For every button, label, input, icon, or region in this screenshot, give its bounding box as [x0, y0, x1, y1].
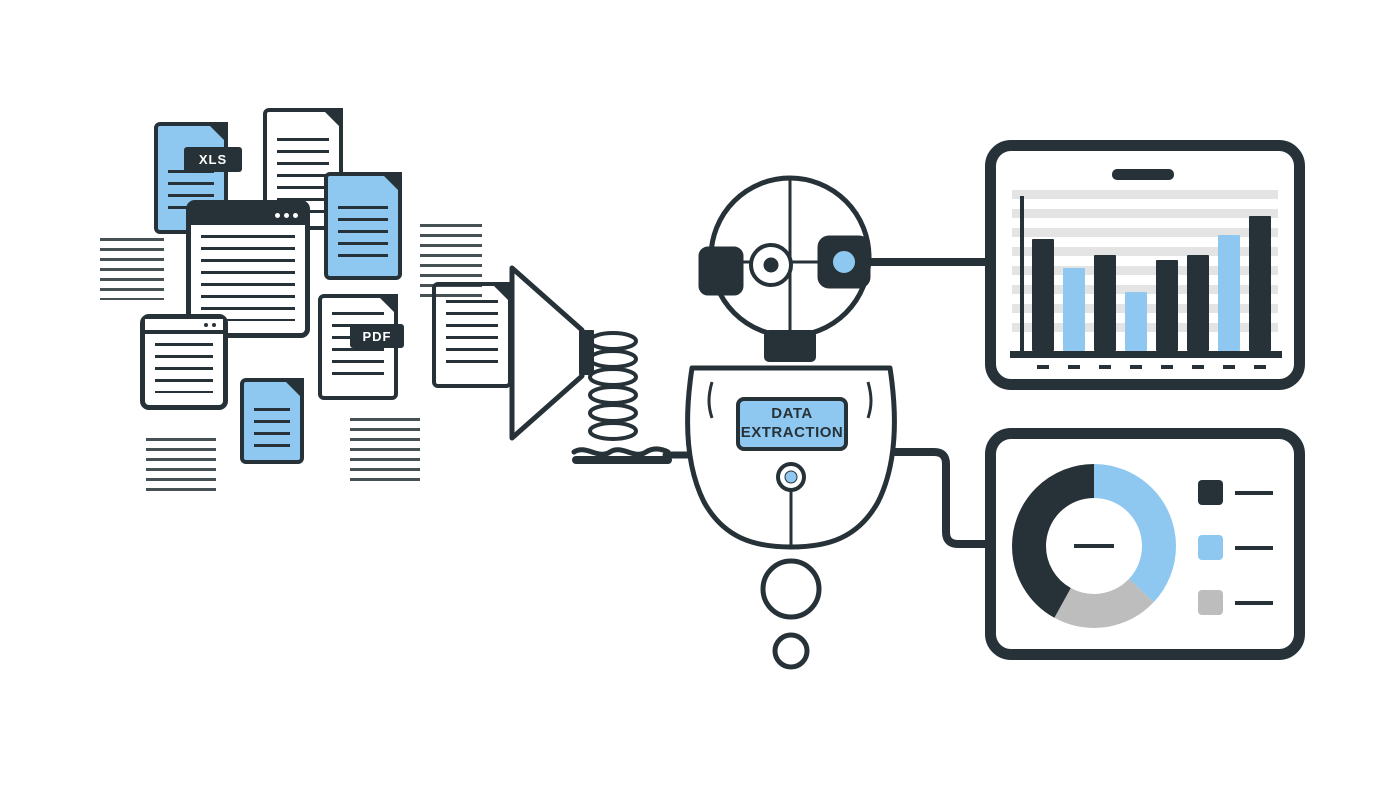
donut-legend: [1198, 480, 1273, 615]
folded-corner-icon: [380, 172, 402, 194]
chart-title-bar: [1112, 169, 1174, 180]
pdf-badge-label: PDF: [362, 328, 392, 344]
bar: [1218, 235, 1240, 351]
spring-coil-icon: [571, 331, 672, 464]
bar: [1187, 255, 1209, 351]
text-lines-decoration: [420, 224, 482, 302]
robot-goggle-lens: [831, 249, 857, 275]
axis-tick: [1032, 365, 1054, 369]
robot-base-circle-small: [772, 632, 810, 670]
document-text-lines: [338, 206, 388, 264]
document-blue-2: [240, 378, 304, 464]
bar: [1156, 260, 1178, 351]
legend-line: [1235, 545, 1273, 550]
bar: [1032, 239, 1054, 351]
donut-chart-monitor: [985, 428, 1305, 660]
document-text-lines: [446, 300, 498, 372]
legend-line: [1235, 490, 1273, 495]
legend-swatch: [1198, 480, 1223, 505]
legend-line: [1235, 600, 1273, 605]
text-lines-decoration: [350, 418, 420, 488]
axis-tick: [1218, 365, 1240, 369]
x-axis: [1010, 351, 1282, 358]
window-titlebar: [191, 205, 305, 225]
bar: [1094, 255, 1116, 351]
axis-tick: [1249, 365, 1271, 369]
robot-left-eyepiece: [698, 246, 744, 296]
document-text-lines: [254, 408, 290, 448]
document-text-lines: [155, 343, 213, 393]
donut-segment: [1012, 464, 1176, 628]
bar: [1125, 292, 1147, 351]
folded-corner-icon: [376, 294, 398, 316]
legend-item: [1198, 590, 1273, 615]
bar-chart-bars: [1032, 213, 1276, 351]
text-lines-decoration: [146, 438, 216, 494]
window-dot-icon: [293, 212, 298, 218]
browser-window-large: [186, 200, 310, 338]
document-text-lines: [201, 235, 295, 321]
funnel-icon: [509, 265, 594, 441]
browser-window-small: [140, 314, 228, 410]
window-dot-icon: [212, 322, 216, 327]
window-dot-icon: [275, 212, 280, 218]
legend-swatch: [1198, 590, 1223, 615]
bar: [1249, 216, 1271, 351]
legend-item: [1198, 480, 1273, 505]
folded-corner-icon: [282, 378, 304, 400]
folded-corner-icon: [321, 108, 343, 130]
window-dot-icon: [204, 322, 208, 327]
donut-segment: [1012, 464, 1176, 628]
donut-svg: [1012, 464, 1176, 628]
label-line-2: EXTRACTION: [740, 424, 844, 441]
y-axis: [1020, 196, 1024, 354]
xls-badge-label: XLS: [198, 152, 228, 167]
window-dot-icon: [284, 212, 289, 218]
text-lines-decoration: [100, 238, 164, 300]
robot-base-circle-large: [760, 558, 822, 620]
x-axis-ticks: [1032, 365, 1271, 369]
robot-neck: [764, 330, 816, 362]
axis-tick: [1063, 365, 1085, 369]
data-extraction-label: DATA EXTRACTION: [736, 397, 848, 451]
legend-swatch: [1198, 535, 1223, 560]
document-blue-1: [324, 172, 402, 280]
bar-chart-monitor: [985, 140, 1305, 390]
legend-item: [1198, 535, 1273, 560]
bar: [1063, 268, 1085, 351]
document-text-lines: [332, 312, 384, 384]
document-into-funnel: [432, 282, 512, 388]
axis-tick: [1094, 365, 1116, 369]
axis-tick: [1187, 365, 1209, 369]
axis-tick: [1125, 365, 1147, 369]
label-line-1: DATA: [771, 405, 813, 423]
pdf-badge: PDF: [350, 324, 404, 348]
folded-corner-icon: [490, 282, 512, 304]
folded-corner-icon: [206, 122, 228, 144]
xls-badge: XLS: [184, 147, 242, 172]
donut-chart: [1006, 458, 1182, 634]
window-titlebar: [145, 319, 223, 334]
axis-tick: [1156, 365, 1178, 369]
